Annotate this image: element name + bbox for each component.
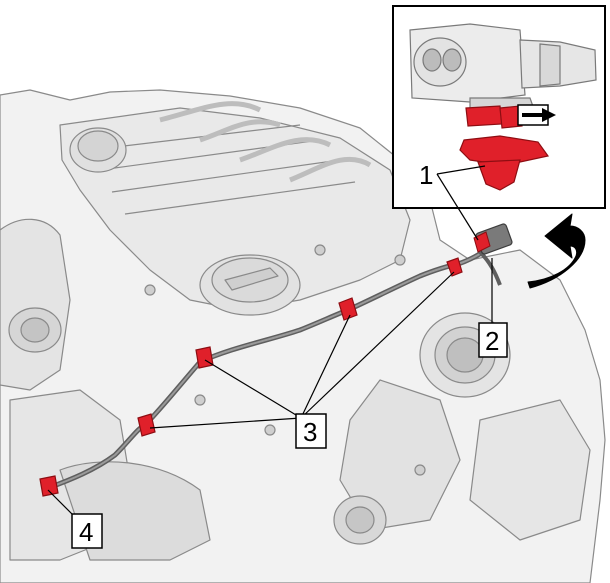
- callout-box-4: 4: [71, 513, 103, 549]
- harness-clip: [39, 475, 59, 497]
- callout-4: 4: [79, 517, 93, 547]
- curved-arrow-icon: [527, 213, 586, 289]
- leader-lines: [47, 165, 493, 521]
- callout-3: 3: [303, 417, 317, 447]
- inset-clip: [459, 105, 550, 191]
- harness-clip: [338, 297, 358, 321]
- arrow-right-icon: [517, 104, 556, 126]
- connector-detail-inset: [392, 5, 606, 209]
- harness-clip: [137, 413, 156, 437]
- sensor-connector: [473, 223, 513, 255]
- harness-clip: [195, 346, 214, 369]
- harness-clip: [446, 257, 463, 277]
- callout-box-3: 3: [295, 413, 327, 449]
- callout-1: 1: [419, 160, 433, 190]
- callout-2: 2: [485, 326, 499, 356]
- callout-box-2: 2: [478, 322, 508, 358]
- engine-illustration: [0, 89, 606, 583]
